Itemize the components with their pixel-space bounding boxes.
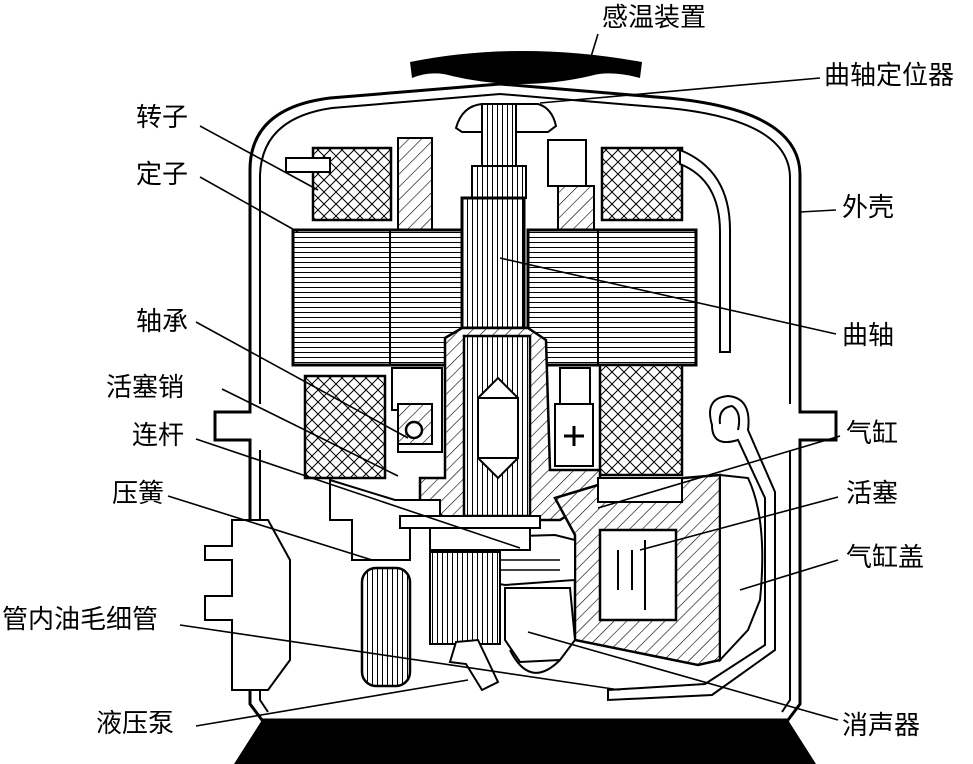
label-thermal-device: 感温装置 <box>602 3 706 33</box>
label-crankshaft: 曲轴 <box>842 321 894 351</box>
spring-coil <box>360 566 412 688</box>
crankshaft-top <box>481 103 517 167</box>
terminal-plug <box>204 519 291 691</box>
leader-lines <box>167 33 841 727</box>
pump-rods <box>429 551 501 645</box>
label-cylinder: 气缸 <box>846 419 898 449</box>
liquid-pump-shape <box>448 638 500 692</box>
stator-winding-lower-left <box>303 374 387 480</box>
stator-core-right <box>526 228 698 367</box>
label-oil-capillary: 管内油毛细管 <box>2 605 158 635</box>
label-spring: 压簧 <box>112 479 164 509</box>
rotor-pin <box>285 157 331 173</box>
label-connecting-rod: 连杆 <box>132 421 184 451</box>
discharge-pipe <box>679 148 731 353</box>
crankshaft-body <box>460 196 526 330</box>
label-liquid-pump: 液压泵 <box>96 709 174 739</box>
rotor-winding-right <box>600 146 684 222</box>
label-crank-locator: 曲轴定位器 <box>824 61 954 91</box>
label-bearing: 轴承 <box>136 307 188 337</box>
piston-body <box>598 528 678 622</box>
rotor-ring-left <box>397 137 433 231</box>
stator-core-left <box>291 228 465 367</box>
label-rotor: 转子 <box>136 103 188 133</box>
thermal-device-shape <box>410 51 642 84</box>
label-cylinder-cover: 气缸盖 <box>846 543 924 573</box>
bearing-ball <box>404 420 424 440</box>
rotor-block-right <box>547 139 587 187</box>
label-shell: 外壳 <box>842 193 894 223</box>
label-stator: 定子 <box>136 160 188 190</box>
label-muffler: 消声器 <box>842 711 920 741</box>
base-plate <box>234 720 816 764</box>
rotor-ring-right <box>557 185 595 231</box>
muffler-shape <box>504 587 577 664</box>
suction-loop <box>607 394 776 702</box>
stator-winding-lower-right <box>598 363 684 477</box>
cylinder-cover-shape <box>719 473 764 663</box>
crankshaft-collar <box>471 165 527 199</box>
label-piston-pin: 活塞销 <box>106 373 184 403</box>
label-piston: 活塞 <box>846 479 898 509</box>
frame-left <box>329 478 441 561</box>
